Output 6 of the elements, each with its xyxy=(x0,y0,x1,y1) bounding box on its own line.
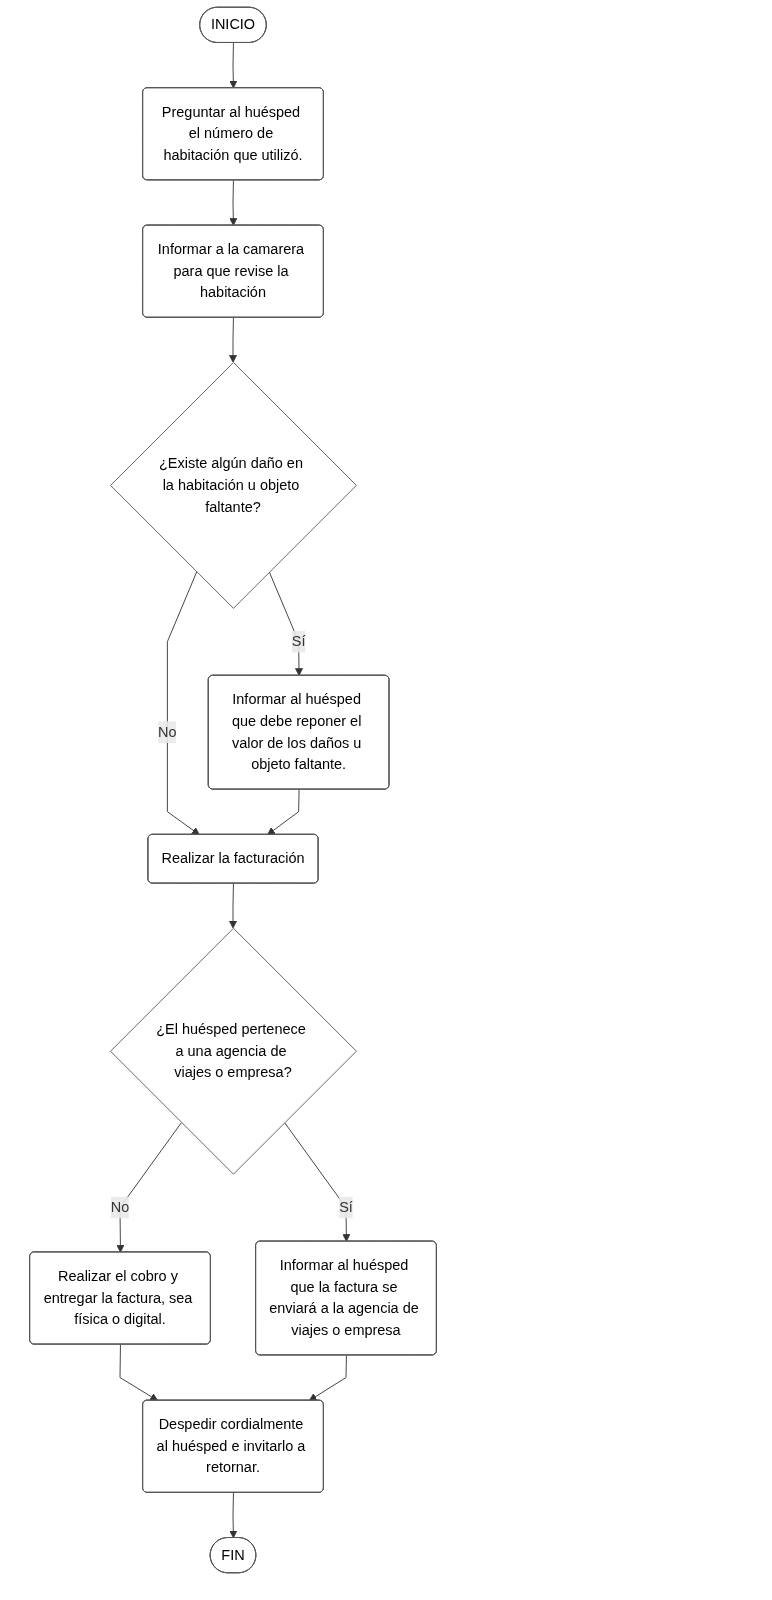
edge-label: Sí xyxy=(291,633,306,649)
node-diamond: ¿El huésped pertenece a una agencia de viajes o empresa? xyxy=(110,927,357,1175)
edge-label: No xyxy=(158,724,177,740)
node-diamond: ¿Existe algún daño en la habitación u objeto faltante? xyxy=(110,362,357,609)
edge-label: Sí xyxy=(339,1199,353,1215)
edge-label: No xyxy=(110,1199,130,1215)
